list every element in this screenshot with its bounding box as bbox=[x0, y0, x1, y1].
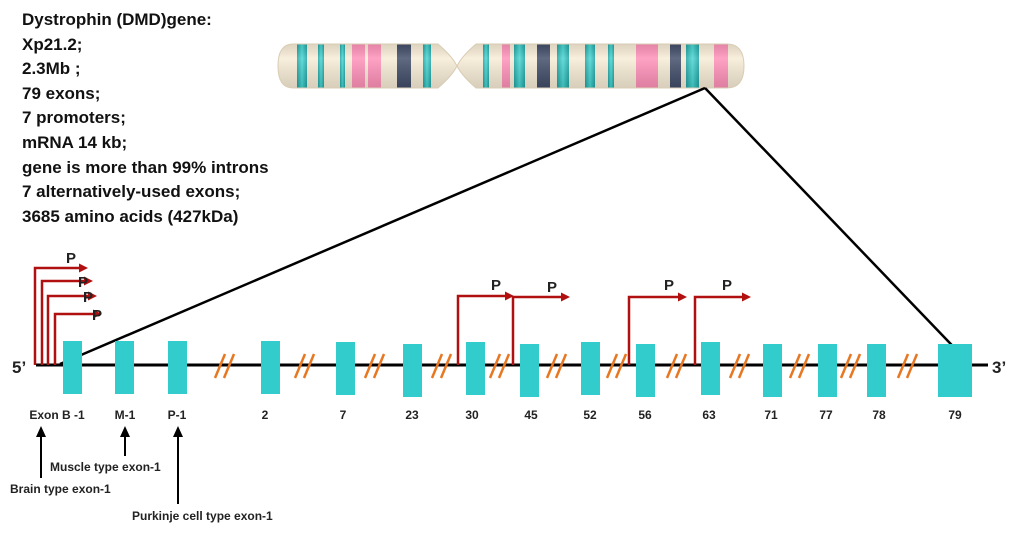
intron-break-mark bbox=[605, 353, 628, 379]
intron-break-mark bbox=[788, 353, 811, 379]
exon-label: 30 bbox=[465, 408, 479, 422]
promoter-label: P bbox=[78, 274, 88, 291]
purkinje-type-pointer bbox=[173, 426, 183, 504]
promoter-arrow bbox=[693, 292, 751, 365]
intron-break-mark bbox=[545, 353, 568, 379]
intron-breaks bbox=[213, 353, 919, 379]
brain-type-pointer bbox=[36, 426, 46, 478]
promoter-arrow bbox=[53, 309, 102, 365]
promoter-label: P bbox=[491, 277, 501, 294]
exon-label: 52 bbox=[583, 408, 597, 422]
gene-info-line: gene is more than 99% introns bbox=[22, 157, 269, 177]
purkinje-type-label: Purkinje cell type exon-1 bbox=[132, 509, 273, 523]
intron-break-mark bbox=[665, 353, 688, 379]
promoter-label: P bbox=[66, 250, 76, 267]
intron-break-mark bbox=[363, 353, 386, 379]
exon-box bbox=[763, 344, 782, 397]
gene-info-list: Dystrophin (DMD)gene: Xp21.2; 2.3Mb ; 79… bbox=[22, 8, 269, 229]
gene-info-line: 3685 amino acids (427kDa) bbox=[22, 206, 239, 226]
exon-label: 56 bbox=[638, 408, 652, 422]
exon-label: 77 bbox=[819, 408, 833, 422]
zoom-line-left bbox=[59, 86, 706, 366]
chromosome-x bbox=[277, 43, 745, 89]
exon-label: P-1 bbox=[168, 408, 187, 422]
exon-labels: Exon B -1 M-1 P-1 2 7 23 30 45 52 56 63 … bbox=[29, 408, 962, 422]
promoter-label: P bbox=[83, 289, 93, 306]
exon-label: 79 bbox=[948, 408, 962, 422]
intron-break-mark bbox=[293, 353, 316, 379]
gene-info-line: Dystrophin (DMD)gene: bbox=[22, 10, 212, 29]
zoom-line-right bbox=[704, 87, 971, 365]
exon-box bbox=[867, 344, 886, 397]
exon-box bbox=[581, 342, 600, 395]
exon-box bbox=[636, 344, 655, 397]
gene-info-line: Xp21.2; bbox=[22, 34, 83, 54]
exon-label: Exon B -1 bbox=[29, 408, 85, 422]
promoter-arrow bbox=[511, 292, 570, 365]
exon-group bbox=[63, 341, 972, 397]
exon-box bbox=[115, 341, 134, 394]
chromosome-shading bbox=[278, 44, 744, 88]
muscle-type-pointer bbox=[120, 426, 130, 456]
exon-box bbox=[403, 344, 422, 397]
exon-label: 78 bbox=[872, 408, 886, 422]
exon-label: 71 bbox=[764, 408, 778, 422]
promoter-labels: P P P P P P P P bbox=[66, 250, 732, 324]
promoter-label: P bbox=[547, 279, 557, 296]
intron-break-mark bbox=[728, 353, 751, 379]
intron-break-mark bbox=[488, 353, 511, 379]
exon-box bbox=[701, 342, 720, 395]
exon-label: M-1 bbox=[115, 408, 136, 422]
exon-box bbox=[63, 341, 82, 394]
five-prime-label: 5’ bbox=[12, 358, 26, 377]
exon-box bbox=[818, 344, 837, 397]
gene-info-line: 2.3Mb ; bbox=[22, 59, 81, 79]
exon-label: 2 bbox=[262, 408, 269, 422]
exon-box bbox=[938, 344, 972, 397]
exon-type-labels: Brain type exon-1 Muscle type exon-1 Pur… bbox=[10, 460, 273, 523]
intron-break-mark bbox=[896, 353, 919, 379]
chromosome-outline bbox=[277, 43, 745, 89]
exon-box bbox=[520, 344, 539, 397]
exon-box bbox=[466, 342, 485, 395]
muscle-type-label: Muscle type exon-1 bbox=[50, 460, 161, 474]
gene-info-line: 7 promoters; bbox=[22, 108, 126, 128]
intron-break-mark bbox=[430, 353, 453, 379]
exon-label: 63 bbox=[702, 408, 716, 422]
exon-box bbox=[336, 342, 355, 395]
gene-info-line: 7 alternatively-used exons; bbox=[22, 182, 241, 202]
exon-label: 7 bbox=[340, 408, 347, 422]
intron-break-mark bbox=[213, 353, 236, 379]
intron-break-mark bbox=[839, 353, 862, 379]
gene-info-line: mRNA 14 kb; bbox=[22, 132, 128, 152]
promoter-arrow bbox=[33, 263, 88, 365]
promoter-label: P bbox=[664, 277, 674, 294]
exon-box bbox=[168, 341, 187, 394]
promoter-arrow bbox=[46, 291, 97, 365]
exon-label: 23 bbox=[405, 408, 419, 422]
promoter-label: P bbox=[92, 307, 102, 324]
gene-info-line: 79 exons; bbox=[22, 83, 101, 103]
exon-box bbox=[261, 341, 280, 394]
promoter-arrows bbox=[33, 263, 751, 365]
exon-type-pointers bbox=[36, 426, 183, 504]
brain-type-label: Brain type exon-1 bbox=[10, 482, 111, 496]
promoter-label: P bbox=[722, 277, 732, 294]
promoter-arrow bbox=[627, 292, 687, 365]
promoter-arrow bbox=[40, 276, 93, 365]
exon-label: 45 bbox=[524, 408, 538, 422]
three-prime-label: 3’ bbox=[992, 358, 1006, 377]
promoter-arrow bbox=[456, 291, 514, 365]
